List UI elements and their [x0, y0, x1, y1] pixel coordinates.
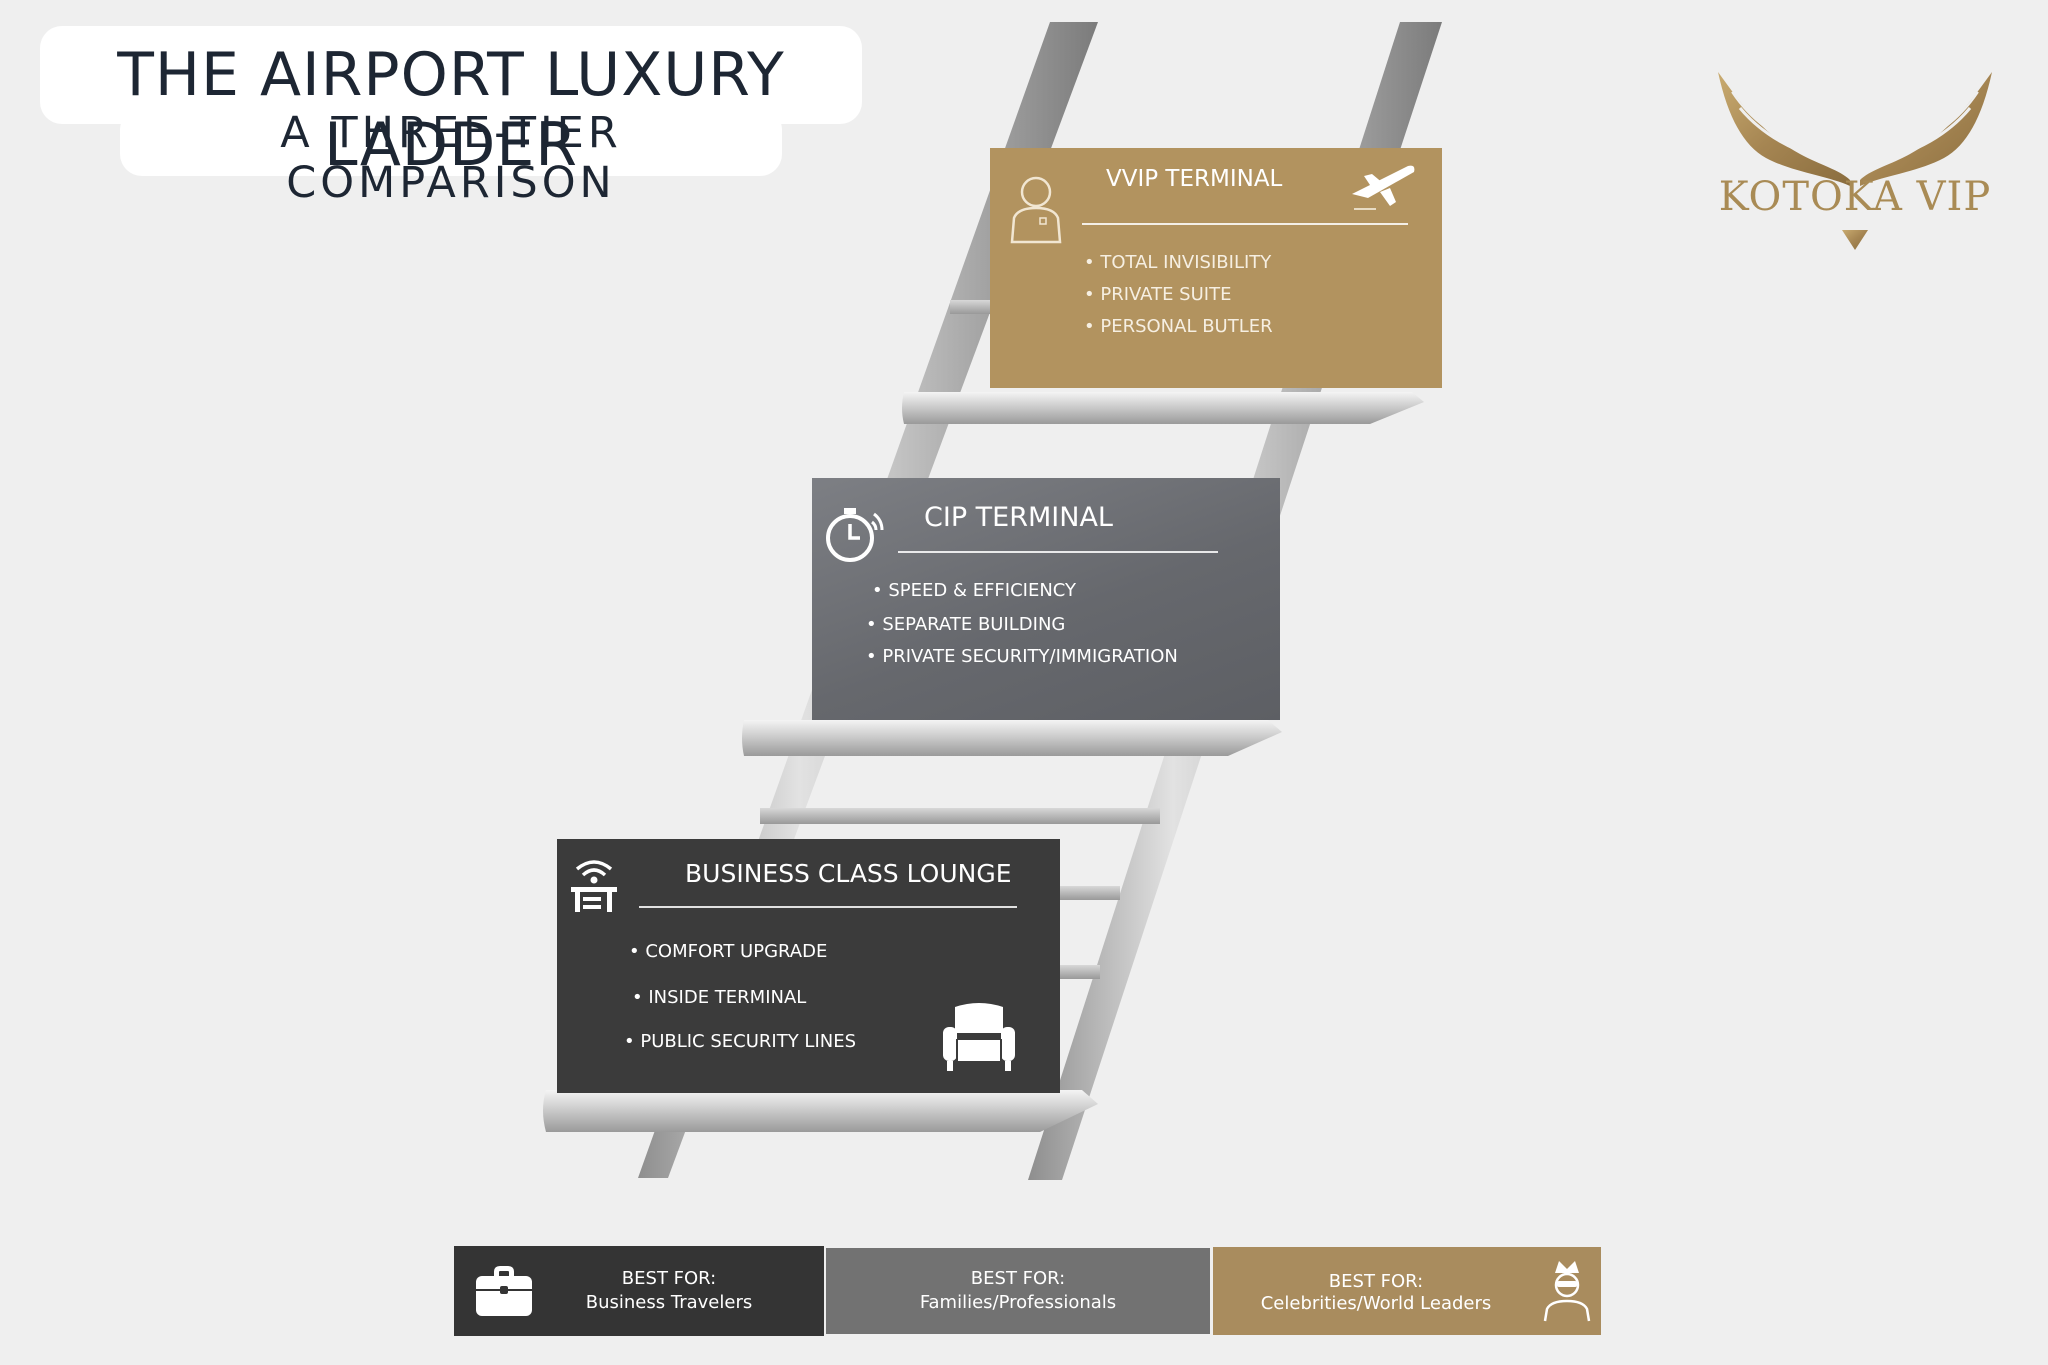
- best-for-audience: Families/Professionals: [919, 1292, 1117, 1313]
- ladder-rung: [1060, 886, 1120, 900]
- tier-card-business: BUSINESS CLASS LOUNGE • COMFORT UPGRADE …: [557, 839, 1060, 1093]
- winged-v-logo-icon: [1700, 62, 2010, 262]
- briefcase-icon: [474, 1262, 534, 1323]
- feature-item: • SEPARATE BUILDING: [866, 614, 1066, 635]
- best-for-business: BEST FOR: Business Travelers: [454, 1246, 824, 1336]
- best-for-celebrities: BEST FOR: Celebrities/World Leaders: [1213, 1247, 1601, 1335]
- ladder-step-top: [902, 392, 1424, 424]
- tier-title: CIP TERMINAL: [924, 502, 1113, 533]
- page-subtitle: A THREE-TIER COMPARISON: [280, 108, 622, 208]
- stopwatch-icon: [824, 502, 890, 571]
- ladder-rung: [760, 808, 1160, 824]
- feature-item: • TOTAL INVISIBILITY: [1084, 252, 1272, 273]
- feature-item: • PERSONAL BUTLER: [1084, 316, 1273, 337]
- feature-item: • PUBLIC SECURITY LINES: [624, 1031, 857, 1052]
- tier-title: BUSINESS CLASS LOUNGE: [685, 859, 1012, 888]
- title-divider: [1082, 223, 1408, 225]
- feature-item: • PRIVATE SECURITY/IMMIGRATION: [866, 646, 1178, 667]
- airplane-icon: [1346, 158, 1420, 219]
- tier-title: VVIP TERMINAL: [1106, 166, 1283, 192]
- subtitle-card: [120, 108, 782, 176]
- feature-item: • COMFORT UPGRADE: [629, 941, 828, 962]
- title-card: [40, 26, 862, 124]
- best-for-families: BEST FOR: Families/Professionals: [826, 1248, 1210, 1334]
- crowned-person-icon: [1539, 1257, 1595, 1328]
- title-divider: [898, 551, 1218, 553]
- tier-card-vvip: VVIP TERMINAL • TOTAL INVISIBILITY • PRI…: [990, 148, 1442, 388]
- feature-item: • PRIVATE SUITE: [1084, 284, 1232, 305]
- best-for-label: BEST FOR:: [970, 1268, 1066, 1289]
- feature-item: • SPEED & EFFICIENCY: [872, 580, 1077, 601]
- person-icon: [1006, 172, 1066, 249]
- best-for-audience: Celebrities/World Leaders: [1260, 1293, 1492, 1314]
- ladder-step-middle: [742, 720, 1282, 756]
- armchair-icon: [941, 999, 1017, 1080]
- title-divider: [639, 906, 1017, 908]
- wifi-desk-icon: [567, 853, 621, 920]
- best-for-label: BEST FOR:: [1328, 1271, 1424, 1292]
- best-for-label: BEST FOR:: [621, 1268, 717, 1289]
- logo-wordmark: KOTOKA VIP: [1718, 174, 1992, 220]
- ladder-step-bottom: [543, 1090, 1098, 1132]
- feature-item: • INSIDE TERMINAL: [632, 987, 807, 1008]
- ladder-rung: [1060, 965, 1100, 979]
- tier-card-cip: CIP TERMINAL • SPEED & EFFICIENCY • SEPA…: [812, 478, 1280, 720]
- best-for-audience: Business Travelers: [585, 1292, 753, 1313]
- page-title: THE AIRPORT LUXURY LADDER: [117, 40, 785, 180]
